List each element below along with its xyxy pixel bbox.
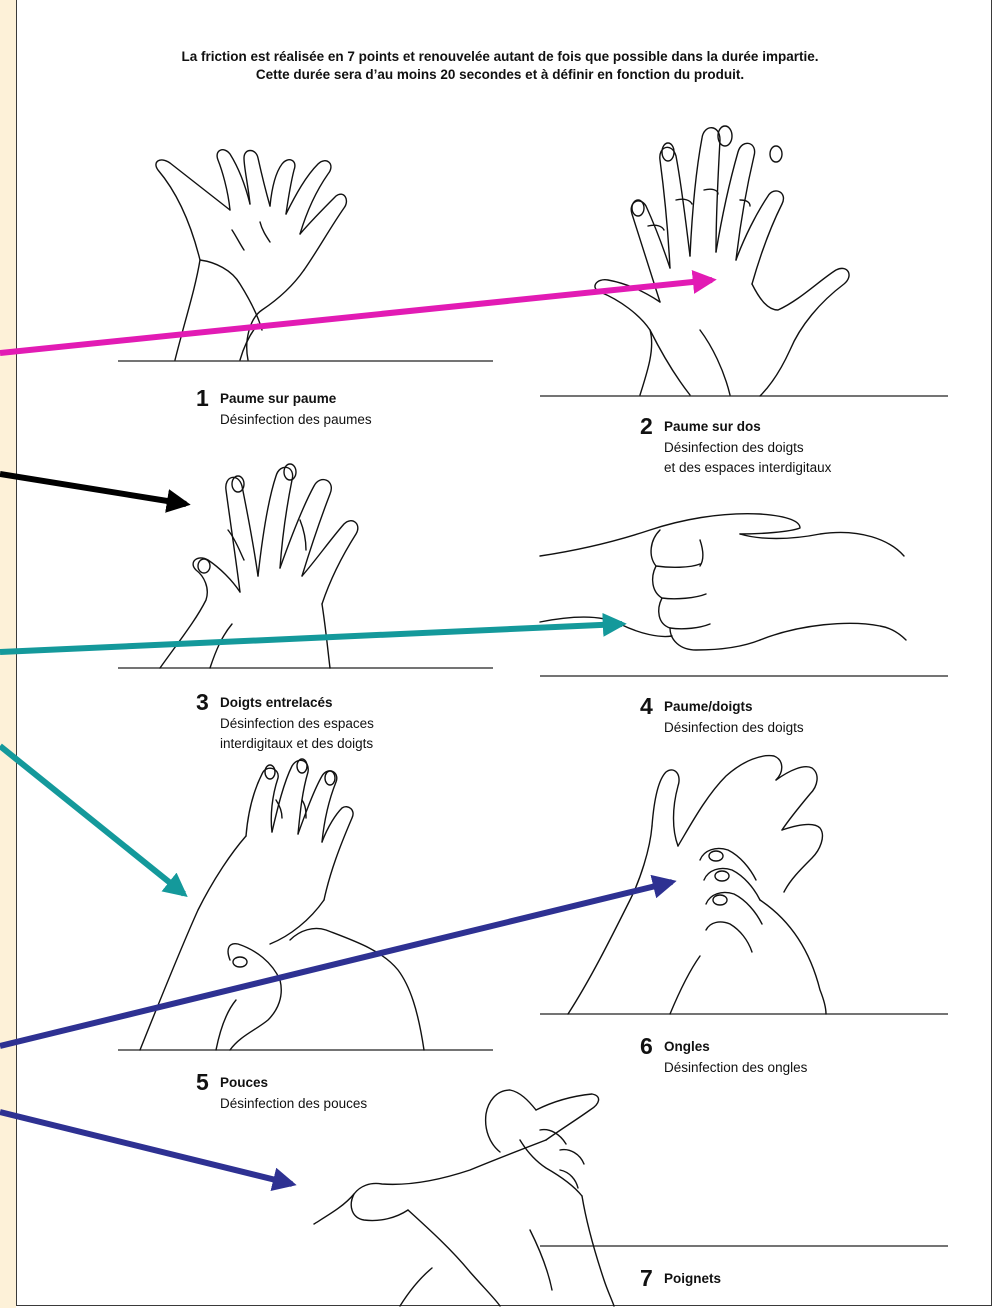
arrow-teal-2 (0, 746, 184, 894)
step-title: Ongles (664, 1039, 710, 1054)
step-title: Paume sur paume (220, 391, 336, 406)
step-description-line: Désinfection des espaces (220, 714, 374, 734)
step-description-line: et des espaces interdigitaux (664, 458, 831, 478)
arrow-indigo-2 (0, 1112, 292, 1184)
step-description-line: Désinfection des doigts (664, 718, 804, 738)
step-number: 6 (640, 1034, 653, 1058)
step-number: 1 (196, 386, 209, 410)
step-description: Désinfection des pouces (220, 1094, 367, 1114)
step-description-line: Désinfection des doigts (664, 438, 831, 458)
arrow-black (0, 474, 186, 504)
hand-illustration-5 (140, 759, 424, 1050)
step-description-line: Désinfection des pouces (220, 1094, 367, 1114)
arrow-magenta (0, 280, 712, 353)
step-description: Désinfection des doigts et des espaces i… (664, 438, 831, 478)
step-description-line: Désinfection des paumes (220, 410, 372, 430)
arrow-indigo-1 (0, 882, 672, 1046)
step-description: Désinfection des doigts (664, 718, 804, 738)
step-number: 4 (640, 694, 653, 718)
hand-illustration-2 (595, 126, 849, 396)
step-title: Pouces (220, 1075, 268, 1090)
step-title: Doigts entrelacés (220, 695, 333, 710)
hand-illustration-4 (540, 514, 906, 650)
step-number: 3 (196, 690, 209, 714)
step-title: Paume sur dos (664, 419, 761, 434)
step-description-line: interdigitaux et des doigts (220, 734, 374, 754)
step-description: Désinfection des espaces interdigitaux e… (220, 714, 374, 754)
step-description: Désinfection des paumes (220, 410, 372, 430)
hand-illustration-7 (314, 1090, 614, 1306)
step-number: 5 (196, 1070, 209, 1094)
step-description-line: Désinfection des ongles (664, 1058, 807, 1078)
step-title: Poignets (664, 1271, 721, 1286)
step-title: Paume/doigts (664, 699, 753, 714)
step-number: 2 (640, 414, 653, 438)
hand-illustration-6 (568, 756, 826, 1014)
step-description: Désinfection des ongles (664, 1058, 807, 1078)
arrow-teal-1 (0, 624, 622, 652)
step-number: 7 (640, 1266, 653, 1290)
